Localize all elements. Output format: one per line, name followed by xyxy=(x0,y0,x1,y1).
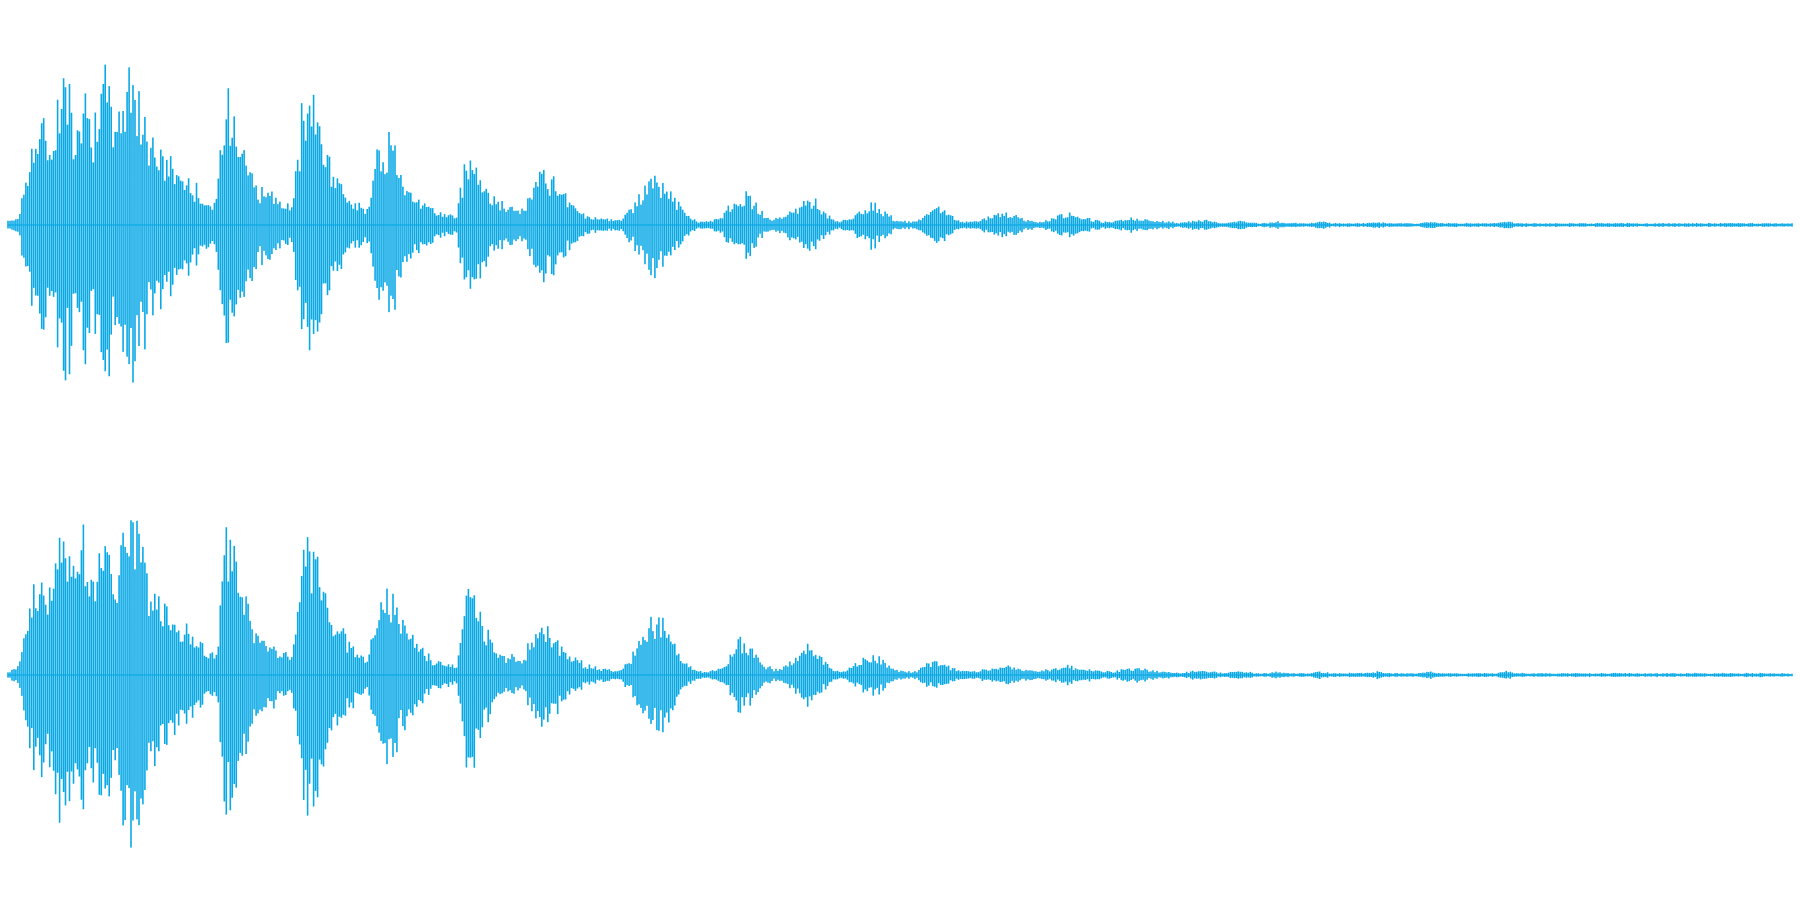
waveform-channel-bottom xyxy=(7,520,1793,848)
waveform-channel-top xyxy=(7,64,1793,383)
waveform-trace xyxy=(7,64,1793,383)
waveform-trace xyxy=(7,520,1793,848)
